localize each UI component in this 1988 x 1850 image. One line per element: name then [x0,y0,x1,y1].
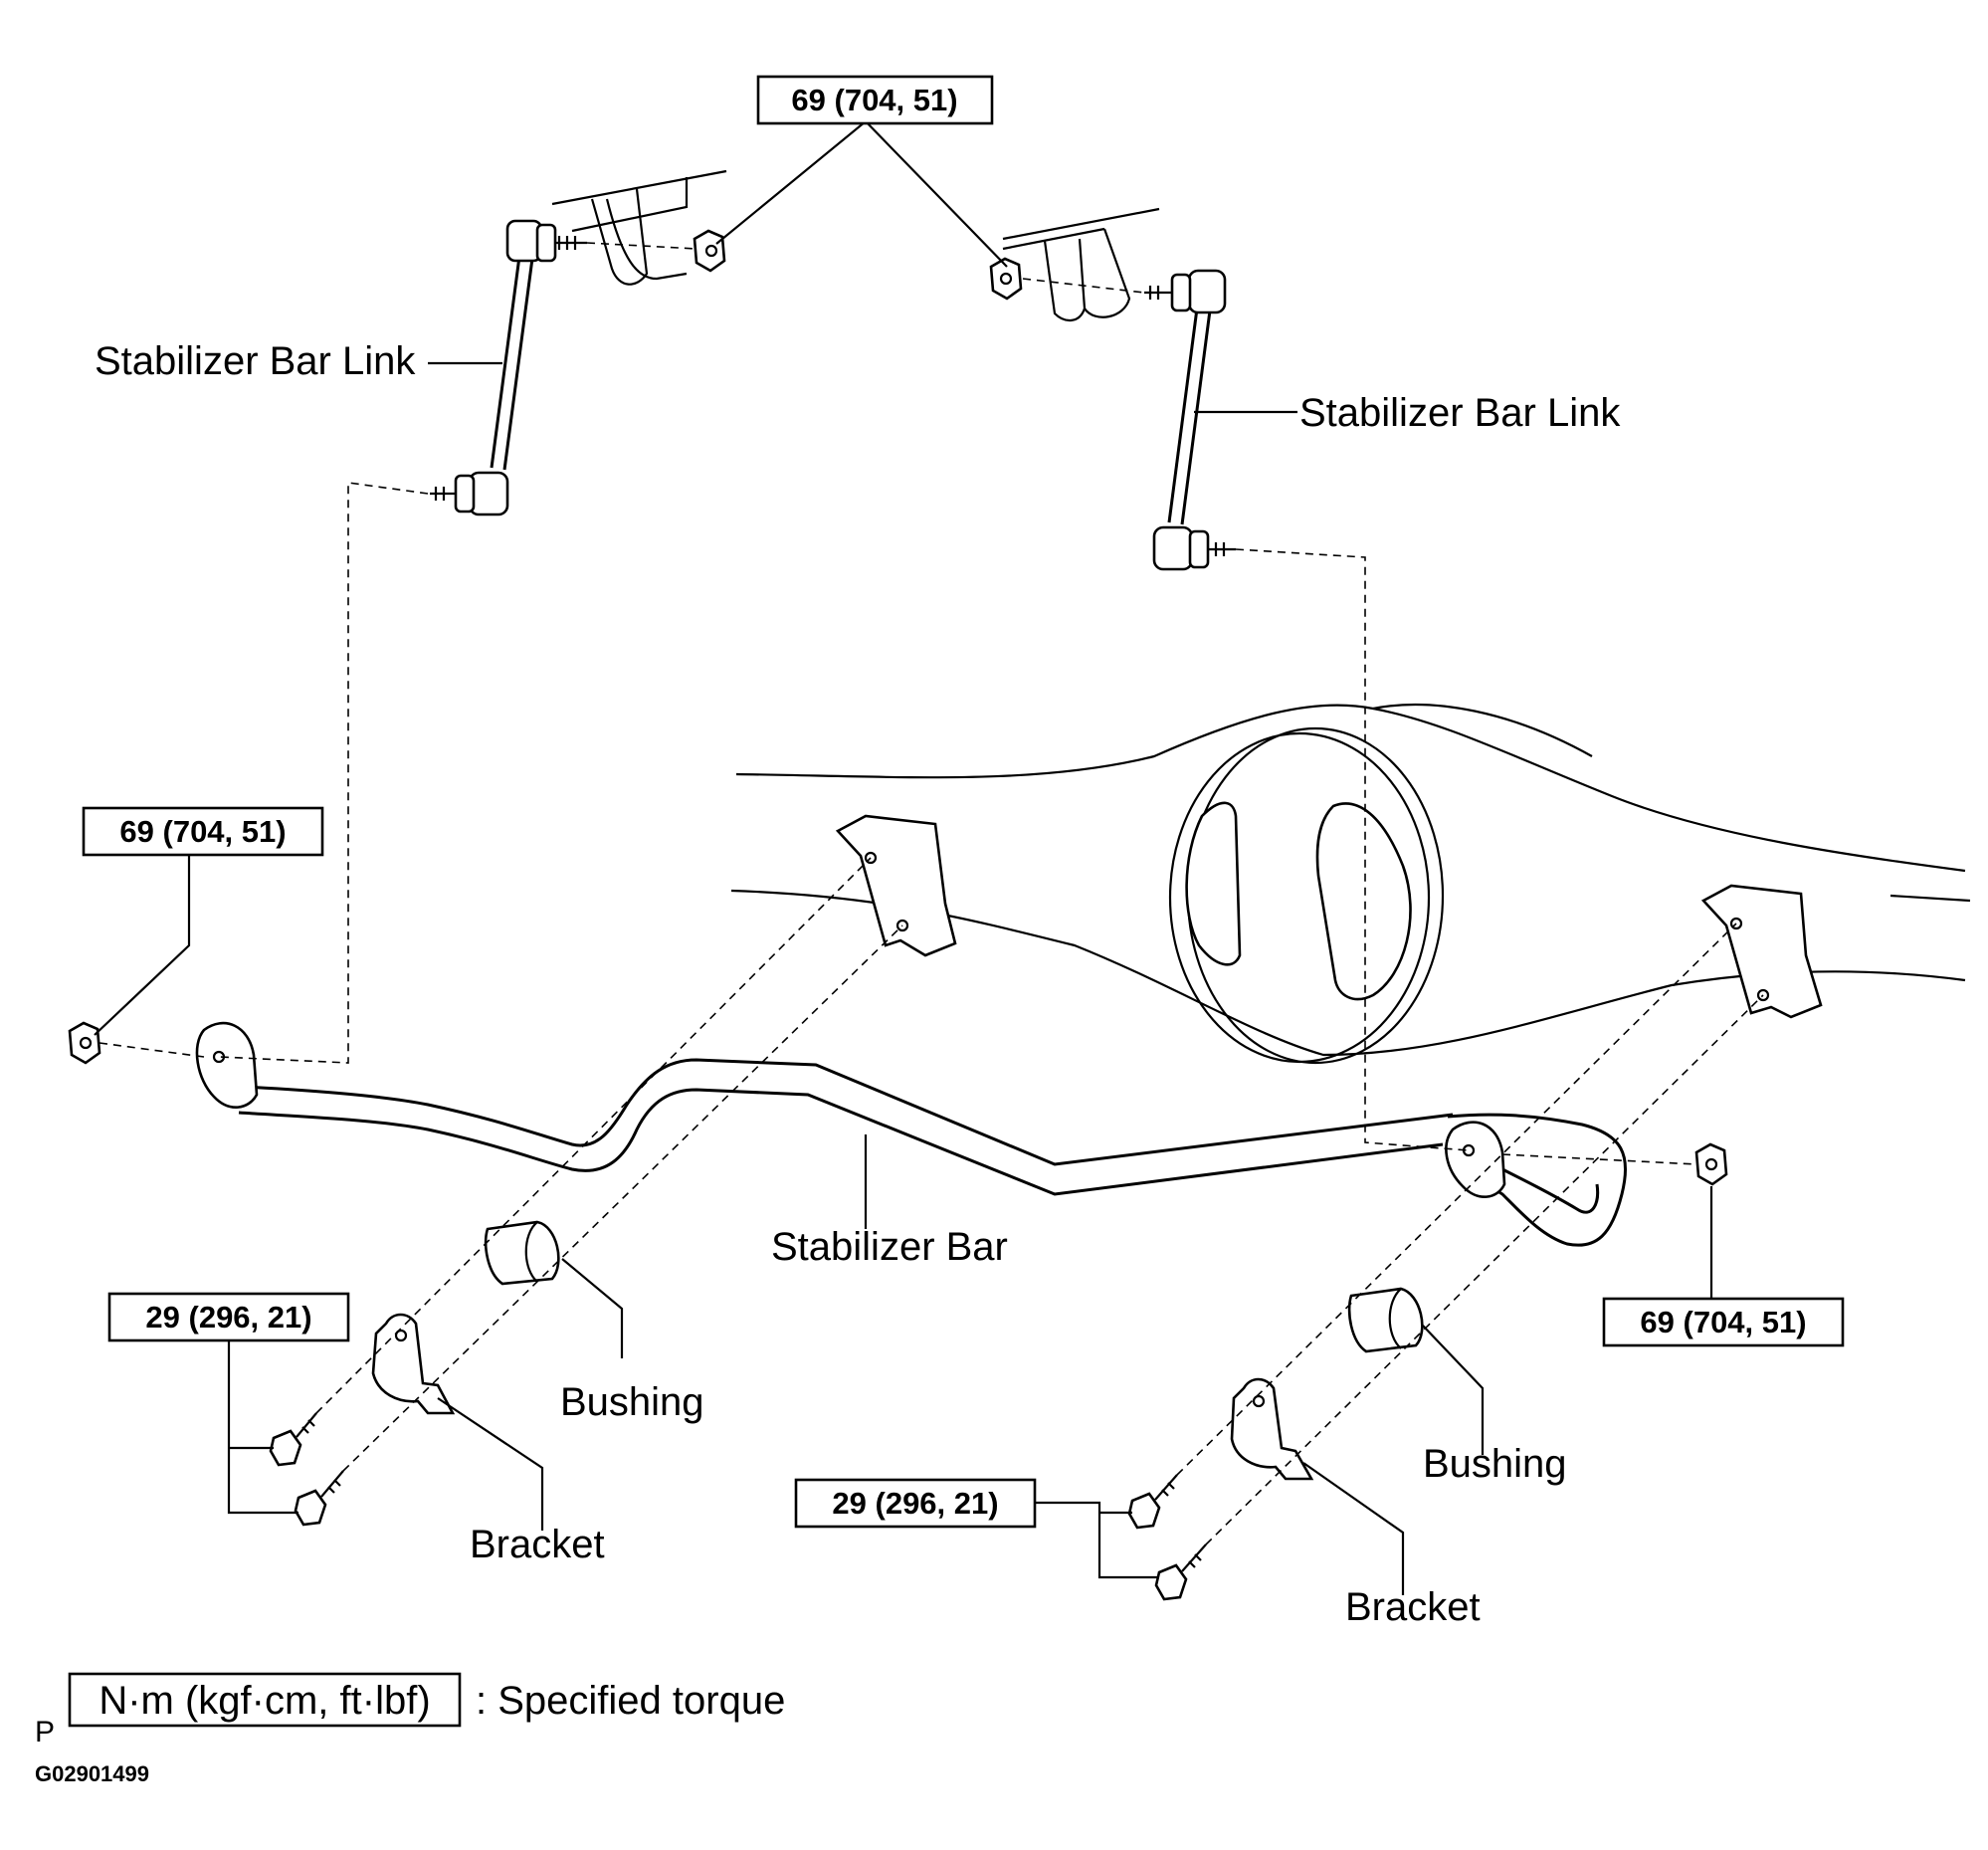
label-bushing-left: Bushing [560,1380,704,1424]
torque-value-top: 69 (704, 51) [791,83,957,117]
label-stabilizer-bar-link-left: Stabilizer Bar Link [95,339,416,383]
label-bracket-right: Bracket [1345,1585,1481,1629]
torque-value-bracket-left: 29 (296, 21) [145,1300,311,1335]
upper-mounts [551,169,1160,321]
stabilizer-bar [195,1021,1628,1247]
bolt-left-upper [269,1412,317,1467]
axle-bracket-right [1700,884,1823,1019]
label-stabilizer-bar: Stabilizer Bar [771,1225,1008,1269]
stabilizer-bar-link-left [430,219,587,516]
bolt-right-upper [1127,1474,1178,1530]
leader-lines [94,120,1713,1595]
bolt-right-lower [1154,1543,1207,1601]
label-stabilizer-bar-link-right: Stabilizer Bar Link [1299,391,1621,435]
legend-unit-box: N·m (kgf·cm, ft·lbf) [99,1679,430,1723]
bushing-left-part [484,1220,560,1286]
legend-prefix: P [35,1716,55,1748]
torque-value-bracket-right: 29 (296, 21) [832,1486,998,1521]
torque-callout-left: 69 (704, 51) [82,806,324,857]
torque-callout-right: 69 (704, 51) [1602,1297,1845,1347]
torque-callout-bracket-right: 29 (296, 21) [794,1478,1037,1529]
torque-value-left: 69 (704, 51) [119,814,286,849]
nut-bar-right [1694,1142,1728,1186]
label-bushing-right: Bushing [1423,1442,1567,1486]
torque-callout-top: 69 (704, 51) [756,75,994,125]
nut-top-right [989,257,1023,301]
bracket-left-part [371,1313,456,1415]
bushing-right-part [1347,1287,1424,1353]
torque-legend: P N·m (kgf·cm, ft·lbf) : Specified torqu… [35,1672,785,1748]
axle-bracket-left [835,814,957,957]
label-bracket-left: Bracket [470,1523,605,1566]
figure-code: G02901499 [35,1761,149,1786]
stabilizer-bar-link-right [1144,269,1236,571]
torque-callout-bracket-left: 29 (296, 21) [107,1292,350,1342]
bracket-right-part [1230,1377,1314,1481]
axle-housing [730,704,1971,1065]
assembly-lines [99,242,1764,1545]
nut-top-left [693,229,726,273]
bolt-left-lower [294,1470,344,1527]
legend-description: : Specified torque [476,1679,785,1723]
torque-value-right: 69 (704, 51) [1640,1305,1806,1339]
nut-bar-left [68,1021,101,1065]
